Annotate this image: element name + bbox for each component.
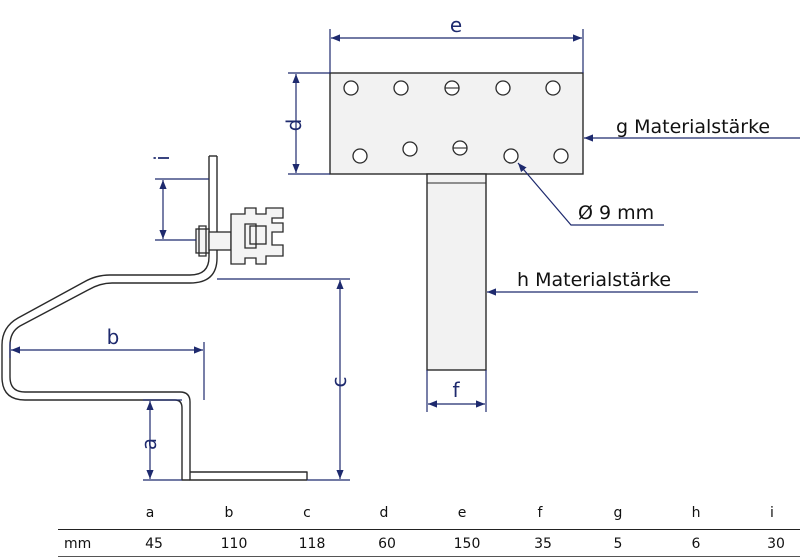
- table-value-d: 60: [378, 536, 396, 552]
- dim-label-b: b: [107, 325, 120, 349]
- dimension-lines: [9, 29, 800, 481]
- table-bottom-line: [58, 556, 800, 557]
- table-value-f: 35: [534, 536, 552, 552]
- dim-label-f: f: [452, 378, 460, 402]
- table-header-g: g: [613, 505, 623, 521]
- table-divider: [58, 529, 800, 530]
- table-value-h: 6: [691, 536, 701, 552]
- plate-holes: [343, 80, 569, 164]
- clamp-bracket: [195, 207, 284, 265]
- note-h-material: h Materialstärke: [517, 269, 671, 291]
- table-header-b: b: [224, 505, 234, 521]
- table-value-e: 150: [453, 536, 481, 552]
- table-header-i: i: [770, 505, 774, 521]
- dim-label-e: e: [450, 13, 462, 37]
- table-value-b: 110: [220, 536, 248, 552]
- table-unit-label: mm: [64, 536, 92, 552]
- dim-label-c: c: [327, 377, 351, 388]
- table-header-d: d: [379, 505, 389, 521]
- dim-label-a: a: [137, 438, 161, 450]
- table-header-c: c: [303, 505, 311, 521]
- table-value-a: 45: [145, 536, 163, 552]
- hook-profile: [1, 155, 308, 481]
- table-value-c: 118: [298, 536, 326, 552]
- hook-stem: [426, 173, 487, 371]
- note-hole-diameter: Ø 9 mm: [578, 202, 654, 224]
- table-header-a: a: [145, 505, 155, 521]
- table-value-i: 30: [767, 536, 785, 552]
- table-header-h: h: [691, 505, 701, 521]
- table-header-e: e: [457, 505, 467, 521]
- table-header-f: f: [537, 505, 543, 521]
- dim-label-d: d: [282, 119, 306, 132]
- dim-label-i: i: [150, 155, 174, 161]
- table-value-g: 5: [613, 536, 623, 552]
- note-g-material: g Materialstärke: [616, 116, 770, 138]
